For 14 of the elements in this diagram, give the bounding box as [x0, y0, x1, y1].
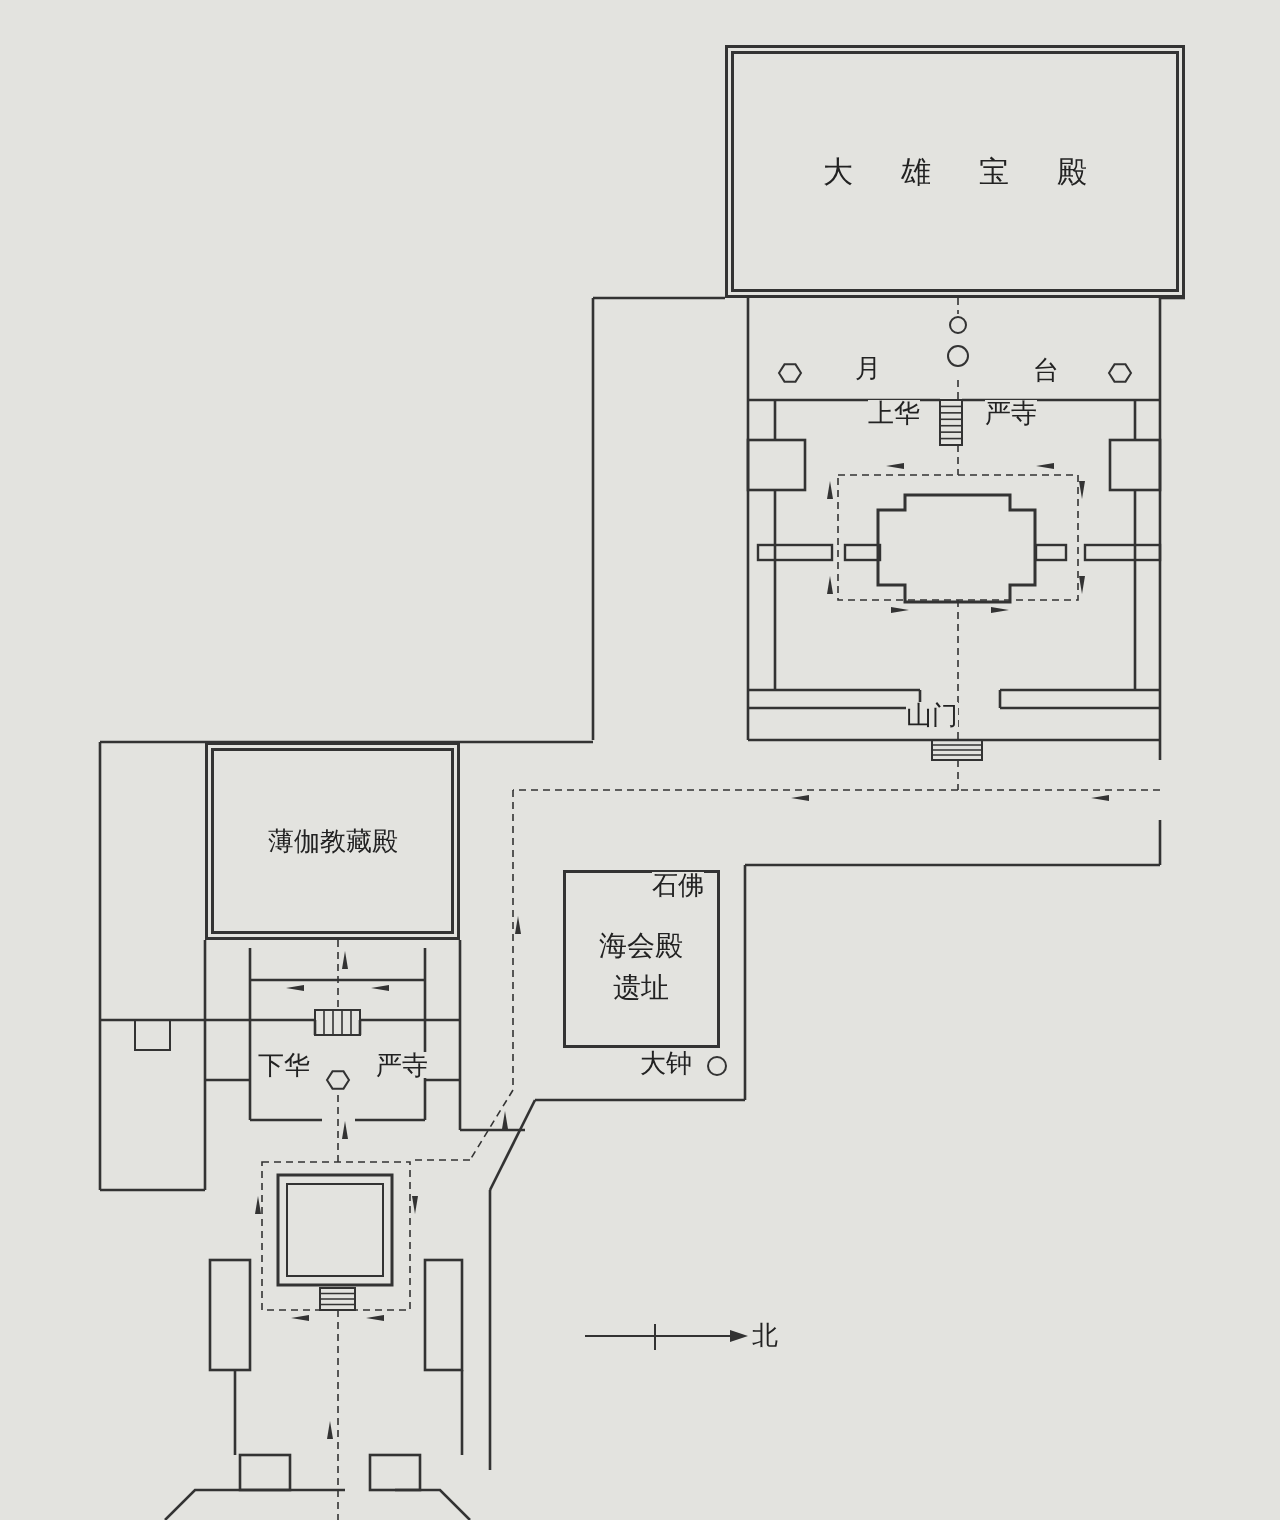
place-label: 上华: [868, 400, 920, 426]
hall-name: 大雄宝殿: [822, 153, 1135, 191]
hall-name: 海会殿遗址: [598, 928, 685, 1006]
place-label: 北: [752, 1322, 778, 1348]
hall-box: [563, 870, 720, 1048]
place-label: 严寺: [985, 400, 1037, 426]
hall-box: [725, 45, 1185, 298]
place-label: 山门: [906, 702, 958, 728]
hall-name: 薄伽教藏殿: [267, 824, 398, 858]
place-label: 石佛: [652, 872, 704, 898]
place-label: 台: [1033, 357, 1059, 383]
hall-box: [205, 742, 460, 940]
place-label: 下华: [258, 1052, 310, 1078]
place-label: 严寺: [376, 1052, 428, 1078]
